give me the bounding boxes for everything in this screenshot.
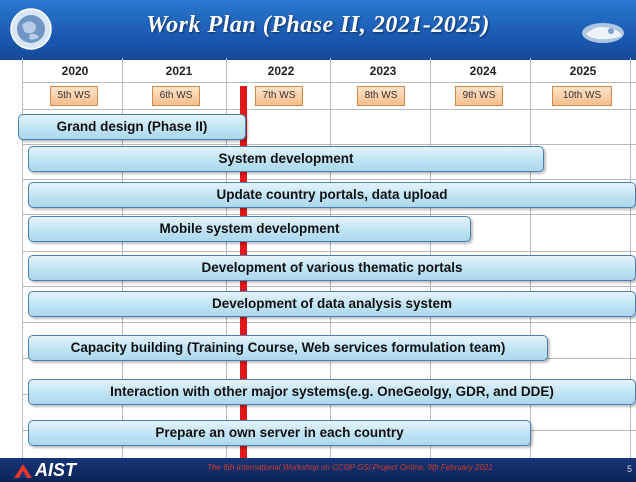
globe-logo-icon [10, 8, 52, 50]
workshop-badge-7th: 7th WS [255, 86, 303, 106]
year-label-2022: 2022 [267, 64, 295, 78]
aist-logo-text: AIST [35, 460, 77, 480]
task-bar-thematic-portals: Development of various thematic portals [28, 255, 636, 281]
title-bar: Work Plan (Phase II, 2021-2025) [0, 0, 636, 60]
workshop-badge-6th: 6th WS [152, 86, 200, 106]
task-bar-own-server: Prepare an own server in each country [28, 420, 531, 446]
grid-line [22, 58, 23, 458]
task-bar-mobile-system: Mobile system development [28, 216, 471, 242]
workshop-badge-8th: 8th WS [357, 86, 405, 106]
organization-logo-icon [582, 23, 624, 43]
aist-logo: AIST [14, 460, 114, 480]
page-number: 5 [626, 464, 632, 474]
page-title: Work Plan (Phase II, 2021-2025) [146, 12, 490, 38]
task-bar-grand-design: Grand design (Phase II) [18, 114, 246, 140]
task-bar-capacity-building: Capacity building (Training Course, Web … [28, 335, 548, 361]
year-label-2021: 2021 [165, 64, 193, 78]
task-bar-system-development: System development [28, 146, 544, 172]
grid-line [22, 251, 636, 252]
grid-line [22, 109, 636, 110]
year-label-2023: 2023 [369, 64, 397, 78]
grid-line [22, 286, 636, 287]
grid-line [22, 214, 636, 215]
footer-caption: The 6th International Workshop on CCOP G… [207, 463, 493, 472]
grid-line [22, 82, 636, 83]
aist-mark-icon [14, 464, 32, 479]
year-label-2025: 2025 [569, 64, 597, 78]
year-label-2024: 2024 [469, 64, 497, 78]
year-label-2020: 2020 [61, 64, 89, 78]
footer-bar: AIST The 6th International Workshop on C… [0, 458, 636, 482]
workshop-badge-9th: 9th WS [455, 86, 503, 106]
grid-line [22, 179, 636, 180]
grid-line [22, 144, 636, 145]
workshop-badge-5th: 5th WS [50, 86, 98, 106]
grid-line [22, 322, 636, 323]
task-bar-update-country-portals: Update country portals, data upload [28, 182, 636, 208]
task-bar-interaction-major-systems: Interaction with other major systems(e.g… [28, 379, 636, 405]
task-bar-data-analysis-system: Development of data analysis system [28, 291, 636, 317]
workshop-badge-10th: 10th WS [552, 86, 612, 106]
